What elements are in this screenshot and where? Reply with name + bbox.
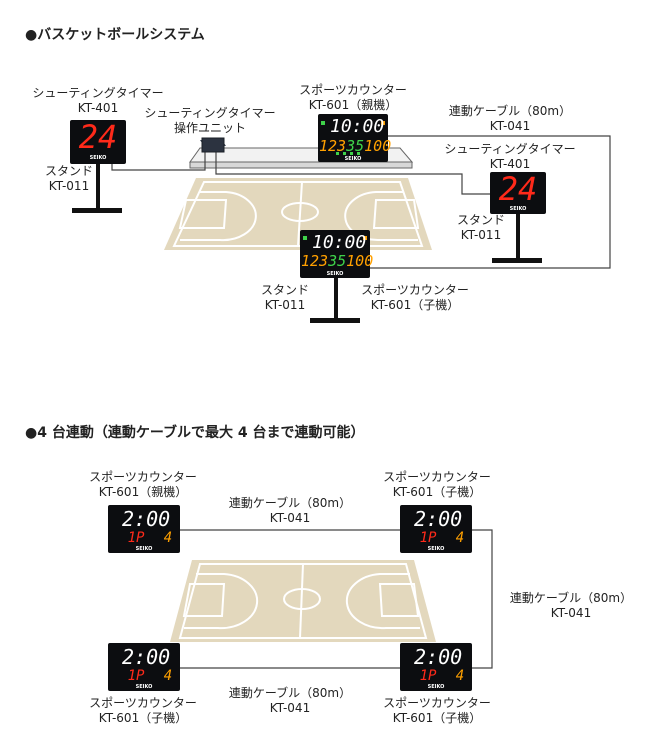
counter-br bbox=[400, 643, 472, 691]
cables-section2 bbox=[180, 529, 493, 669]
label-counter-bl: スポーツカウンター KT-601（子機） bbox=[68, 696, 218, 726]
label-cable-bottom-name: 連動ケーブル（80m） bbox=[228, 686, 352, 700]
shot-clock-right-digits: 24 bbox=[498, 170, 538, 208]
brand-logo-parent: SEIKO bbox=[344, 156, 362, 162]
label-counter-bl-name: スポーツカウンター bbox=[89, 696, 197, 710]
shot-clock-left-digits: 24 bbox=[78, 118, 118, 156]
label-counter-bl-model: KT-601（子機） bbox=[98, 711, 188, 725]
label-cable-top-name: 連動ケーブル（80m） bbox=[228, 496, 352, 510]
label-control-unit-line2: 操作ユニット bbox=[173, 121, 246, 135]
label-counter-tr: スポーツカウンター KT-601（子機） bbox=[362, 470, 512, 500]
child-score-mid: 35 bbox=[328, 252, 347, 270]
label-stand-right-model: KT-011 bbox=[460, 228, 502, 242]
label-cable-right-model: KT-041 bbox=[550, 606, 592, 620]
counter-bl-fouls: 4 bbox=[163, 668, 173, 684]
label-counter-br: スポーツカウンター KT-601（子機） bbox=[362, 696, 512, 726]
counter-bl bbox=[108, 643, 180, 691]
label-stand-bottom: スタンド KT-011 bbox=[250, 283, 320, 313]
label-cable-right-name: 連動ケーブル（80m） bbox=[509, 591, 633, 605]
brand-logo-tr: SEIKO bbox=[427, 546, 445, 552]
counter-br-period: 1P bbox=[419, 668, 437, 684]
label-counter-tl-model: KT-601（親機） bbox=[98, 485, 188, 499]
label-sports-counter-child-model: KT-601（子機） bbox=[370, 298, 460, 312]
counter-tl-clock: 2:00 bbox=[122, 507, 171, 531]
label-stand-left-model: KT-011 bbox=[48, 179, 90, 193]
label-cable-section1: 連動ケーブル（80m） KT-041 bbox=[430, 104, 590, 134]
child-scores: 12335100 bbox=[301, 252, 373, 270]
shooting-timer-right bbox=[490, 172, 546, 263]
section1-heading: ●バスケットボールシステム bbox=[25, 27, 205, 43]
label-counter-br-model: KT-601（子機） bbox=[392, 711, 482, 725]
label-shooting-timer-right: シューティングタイマー KT-401 bbox=[420, 142, 600, 172]
parent-score-right: 100 bbox=[364, 137, 392, 155]
label-sports-counter-parent: スポーツカウンター KT-601（親機） bbox=[273, 83, 433, 113]
label-stand-bottom-model: KT-011 bbox=[264, 298, 306, 312]
label-shooting-timer-left-name: シューティングタイマー bbox=[32, 86, 164, 100]
label-cable-section1-name: 連動ケーブル（80m） bbox=[448, 104, 572, 118]
counter-tl-fouls: 4 bbox=[163, 530, 173, 546]
section2-heading: ●4 台連動（連動ケーブルで最大 4 台まで連動可能） bbox=[25, 425, 365, 441]
label-cable-top: 連動ケーブル（80m） KT-041 bbox=[215, 496, 365, 526]
counter-tl bbox=[108, 505, 180, 553]
label-sports-counter-child: スポーツカウンター KT-601（子機） bbox=[335, 283, 495, 313]
parent-scores: 12335100 bbox=[319, 137, 391, 155]
shooting-timer-left bbox=[70, 120, 126, 213]
brand-logo-right-timer: SEIKO bbox=[509, 206, 527, 212]
counter-tr-period: 1P bbox=[419, 530, 437, 546]
control-unit bbox=[200, 137, 226, 153]
brand-logo-bl: SEIKO bbox=[135, 684, 153, 690]
brand-logo-tl: SEIKO bbox=[135, 546, 153, 552]
counter-bl-period: 1P bbox=[127, 668, 145, 684]
child-score-right: 100 bbox=[346, 252, 374, 270]
counter-br-fouls: 4 bbox=[455, 668, 465, 684]
counter-tr bbox=[400, 505, 472, 553]
label-stand-left-name: スタンド bbox=[44, 164, 93, 178]
label-counter-tr-name: スポーツカウンター bbox=[383, 470, 491, 484]
label-stand-left: スタンド KT-011 bbox=[34, 164, 104, 194]
counter-tr-clock: 2:00 bbox=[414, 507, 463, 531]
court-section2 bbox=[170, 560, 436, 642]
child-score-left: 123 bbox=[301, 252, 329, 270]
label-shooting-timer-left-model: KT-401 bbox=[77, 101, 119, 115]
sports-counter-parent bbox=[318, 114, 388, 162]
counter-tl-period: 1P bbox=[127, 530, 145, 546]
label-shooting-timer-right-name: シューティングタイマー bbox=[444, 142, 576, 156]
label-counter-tl: スポーツカウンター KT-601（親機） bbox=[68, 470, 218, 500]
label-sports-counter-parent-model: KT-601（親機） bbox=[308, 98, 398, 112]
counter-bl-clock: 2:00 bbox=[122, 645, 171, 669]
brand-logo-child: SEIKO bbox=[326, 271, 344, 277]
sports-counter-child bbox=[300, 230, 370, 323]
label-cable-bottom-model: KT-041 bbox=[269, 701, 311, 715]
label-stand-bottom-name: スタンド bbox=[260, 283, 309, 297]
label-cable-top-model: KT-041 bbox=[269, 511, 311, 525]
label-counter-tr-model: KT-601（子機） bbox=[392, 485, 482, 499]
brand-logo-left-timer: SEIKO bbox=[89, 155, 107, 161]
label-control-unit: シューティングタイマー 操作ユニット bbox=[130, 106, 290, 136]
counter-tr-fouls: 4 bbox=[455, 530, 465, 546]
parent-score-mid: 35 bbox=[346, 137, 365, 155]
label-cable-right: 連動ケーブル（80m） KT-041 bbox=[496, 591, 646, 621]
label-control-unit-line1: シューティングタイマー bbox=[144, 106, 276, 120]
counter-br-clock: 2:00 bbox=[414, 645, 463, 669]
label-counter-br-name: スポーツカウンター bbox=[383, 696, 491, 710]
label-shooting-timer-left: シューティングタイマー KT-401 bbox=[18, 86, 178, 116]
label-stand-right: スタンド KT-011 bbox=[446, 213, 516, 243]
label-cable-bottom: 連動ケーブル（80m） KT-041 bbox=[215, 686, 365, 716]
label-stand-right-name: スタンド bbox=[456, 213, 505, 227]
court-section1 bbox=[164, 178, 432, 250]
label-sports-counter-parent-name: スポーツカウンター bbox=[299, 83, 407, 97]
label-shooting-timer-right-model: KT-401 bbox=[489, 157, 531, 171]
brand-logo-br: SEIKO bbox=[427, 684, 445, 690]
parent-score-left: 123 bbox=[319, 137, 347, 155]
label-counter-tl-name: スポーツカウンター bbox=[89, 470, 197, 484]
parent-game-clock: 10:00 bbox=[330, 116, 385, 137]
child-game-clock: 10:00 bbox=[312, 232, 367, 253]
label-cable-section1-model: KT-041 bbox=[489, 119, 531, 133]
label-sports-counter-child-name: スポーツカウンター bbox=[361, 283, 469, 297]
